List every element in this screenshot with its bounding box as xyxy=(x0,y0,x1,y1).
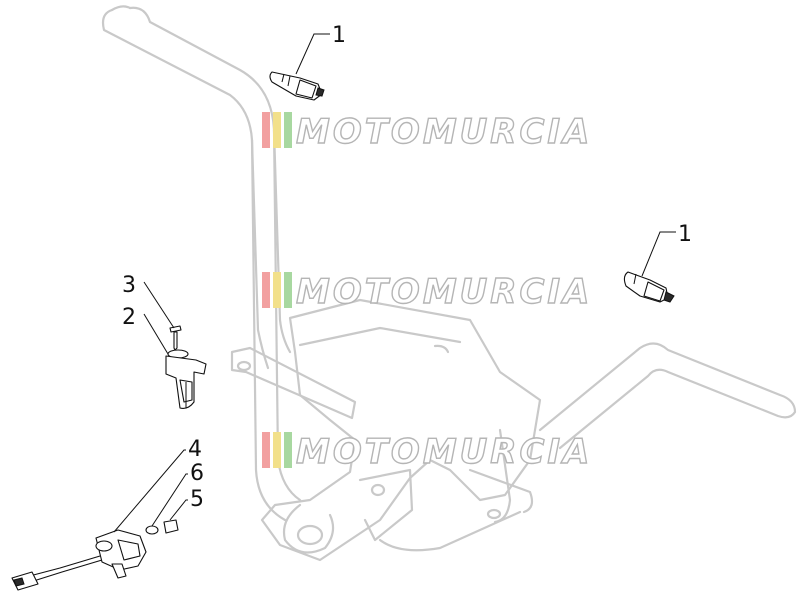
watermark-text: MOTOMURCIA xyxy=(296,112,592,152)
part-6-washer[interactable] xyxy=(145,525,159,535)
callout-4: 4 xyxy=(188,437,202,462)
part-5-bolt[interactable] xyxy=(163,519,179,534)
watermark-bar-green xyxy=(284,112,292,148)
leader-1-right xyxy=(641,231,676,277)
callout-2: 2 xyxy=(122,305,136,330)
watermark-bar-green xyxy=(284,432,292,468)
watermark-bar-green xyxy=(284,272,292,308)
callout-1-right: 1 xyxy=(678,222,692,247)
part-2-switch-body[interactable] xyxy=(165,355,207,409)
leader-6 xyxy=(151,473,188,527)
leader-1-top xyxy=(295,33,330,75)
watermark-bar-yellow xyxy=(273,432,281,468)
watermark-2: MOTOMURCIA xyxy=(262,271,592,313)
watermark-text: MOTOMURCIA xyxy=(296,272,592,312)
part-4-sensor[interactable] xyxy=(11,529,147,591)
leader-2 xyxy=(143,313,169,355)
part-3-screw[interactable] xyxy=(169,325,182,351)
handlebar-frame-outline xyxy=(101,5,797,562)
watermark-bar-red xyxy=(262,432,270,468)
callout-6: 6 xyxy=(190,461,204,486)
leader-5 xyxy=(169,499,188,521)
callout-1-top: 1 xyxy=(332,23,346,48)
leader-3 xyxy=(143,281,175,329)
watermark-bar-yellow xyxy=(273,272,281,308)
callout-5: 5 xyxy=(190,487,204,512)
watermark-bar-yellow xyxy=(273,112,281,148)
watermark-bar-red xyxy=(262,272,270,308)
callout-3: 3 xyxy=(122,273,136,298)
part-1-top[interactable] xyxy=(269,71,325,101)
leader-4 xyxy=(113,449,186,533)
part-1-right[interactable] xyxy=(623,271,675,303)
watermark-1: MOTOMURCIA xyxy=(262,111,592,153)
watermark-3: MOTOMURCIA xyxy=(262,431,592,473)
watermark-bar-red xyxy=(262,112,270,148)
watermark-text: MOTOMURCIA xyxy=(296,432,592,472)
